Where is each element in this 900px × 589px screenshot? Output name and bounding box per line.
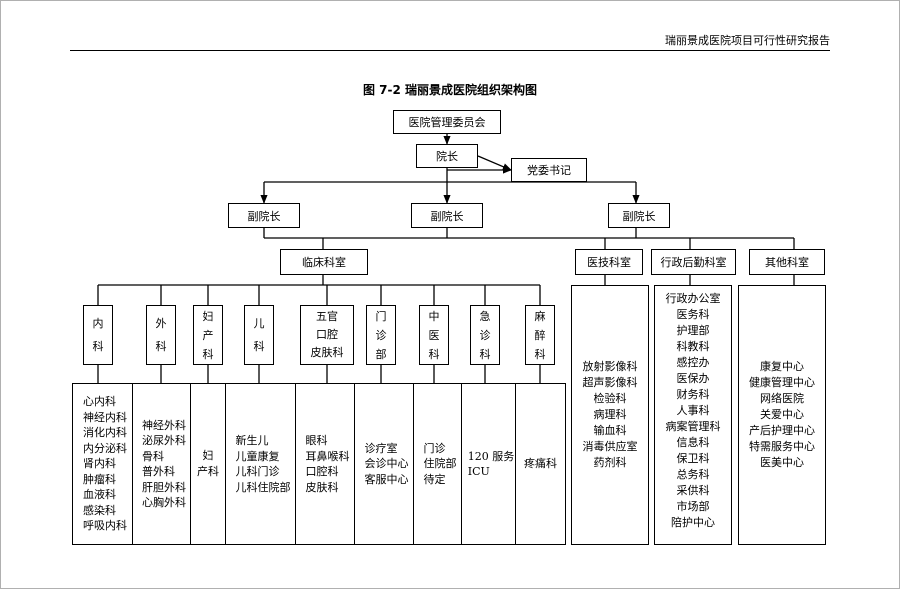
header-rule <box>70 50 830 51</box>
report-header-title: 瑞丽景成医院项目可行性研究报告 <box>665 34 830 47</box>
vice-president-node-middle: 副院长 <box>411 203 483 228</box>
dept-anesthesiology: 麻醉科 <box>525 305 555 365</box>
list-other-departments: 康复中心健康管理中心网络医院 关爱中心产后护理中心特需服务中心 医美中心 <box>738 285 826 545</box>
dept-emergency: 急诊科 <box>470 305 500 365</box>
vice-president-node-right: 副院长 <box>608 203 670 228</box>
dept-outpatient: 门诊部 <box>366 305 396 365</box>
dept-pediatrics: 儿科 <box>244 305 274 365</box>
list-admin-logistics: 行政办公室医务科护理部 科教科感控办医保办 财务科人事科病案管理科 信息科保卫科… <box>654 285 732 545</box>
list-anesthesiology: 疼痛科 <box>515 383 566 545</box>
list-medical-technology: 放射影像科超声影像科检验科 病理科输血科消毒供应室 药剂科 <box>571 285 649 545</box>
list-pediatrics: 新生儿儿童康复 儿科门诊儿科住院部 <box>225 383 296 545</box>
list-obstetrics-gynecology: 妇产科 <box>190 383 226 545</box>
dept-tcm: 中医科 <box>419 305 449 365</box>
vice-president-node-left: 副院长 <box>228 203 300 228</box>
list-outpatient: 诊疗室会诊中心客服中心 <box>354 383 414 545</box>
clinical-departments-node: 临床科室 <box>280 249 368 275</box>
dept-ent-stomatology-dermatology: 五官口腔皮肤科 <box>300 305 354 365</box>
figure-title: 图 7-2 瑞丽景成医院组织架构图 <box>362 83 538 97</box>
committee-node: 医院管理委员会 <box>393 110 501 134</box>
admin-logistics-node: 行政后勤科室 <box>651 249 736 275</box>
dept-internal-medicine: 内科 <box>83 305 113 365</box>
dept-surgery: 外科 <box>146 305 176 365</box>
dept-obstetrics-gynecology: 妇产科 <box>193 305 223 365</box>
president-node: 院长 <box>416 144 478 168</box>
list-internal-medicine: 心内科神经内科消化内科 内分泌科肾内科肿瘤科 血液科感染科呼吸内科 <box>72 383 133 545</box>
medical-technology-node: 医技科室 <box>575 249 643 275</box>
list-tcm: 门诊住院部待定 <box>413 383 462 545</box>
other-departments-node: 其他科室 <box>749 249 825 275</box>
list-ent-stomatology-dermatology: 眼科耳鼻喉科 口腔科皮肤科 <box>295 383 355 545</box>
list-surgery: 神经外科泌尿外科骨科 普外科肝胆外科心胸外科 <box>132 383 191 545</box>
party-secretary-node: 党委书记 <box>511 158 587 182</box>
